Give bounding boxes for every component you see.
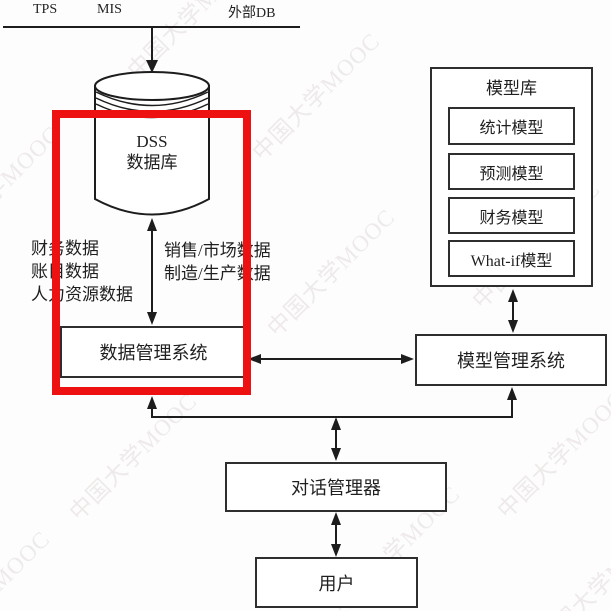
model-whatif-box: What-if模型: [448, 240, 575, 277]
model-library-title: 模型库: [486, 79, 537, 98]
data-types-left: 财务数据 账目数据 人力资源数据: [31, 237, 133, 306]
model-statistical-box: 统计模型: [448, 107, 575, 145]
user-box: 用户: [255, 557, 418, 608]
data-type-sales-market: 销售/市场数据: [164, 241, 271, 260]
data-type-accounting: 账目数据: [31, 262, 99, 281]
model-financial-box: 财务模型: [448, 197, 575, 234]
dss-database-line1: DSS: [136, 132, 168, 151]
data-types-right: 销售/市场数据 制造/生产数据: [164, 239, 271, 285]
data-type-financial: 财务数据: [31, 239, 99, 258]
source-label-tps: TPS: [33, 2, 58, 17]
dss-database-line2: 数据库: [126, 153, 178, 172]
arrowheads: [146, 60, 518, 557]
source-label-external-db: 外部DB: [228, 6, 276, 21]
source-label-mis: MIS: [97, 2, 122, 17]
database-cylinder-body: [94, 85, 210, 216]
model-forecast-box: 预测模型: [448, 153, 575, 190]
dialog-manager-box: 对话管理器: [225, 462, 447, 512]
data-type-hr: 人力资源数据: [31, 285, 133, 304]
data-management-system-box: 数据管理系统: [60, 326, 247, 378]
data-type-manufacturing: 制造/生产数据: [164, 264, 271, 283]
database-cylinder-top: [94, 71, 210, 101]
model-management-system-box: 模型管理系统: [415, 334, 607, 386]
dss-database-label: DSS 数据库: [95, 131, 209, 173]
